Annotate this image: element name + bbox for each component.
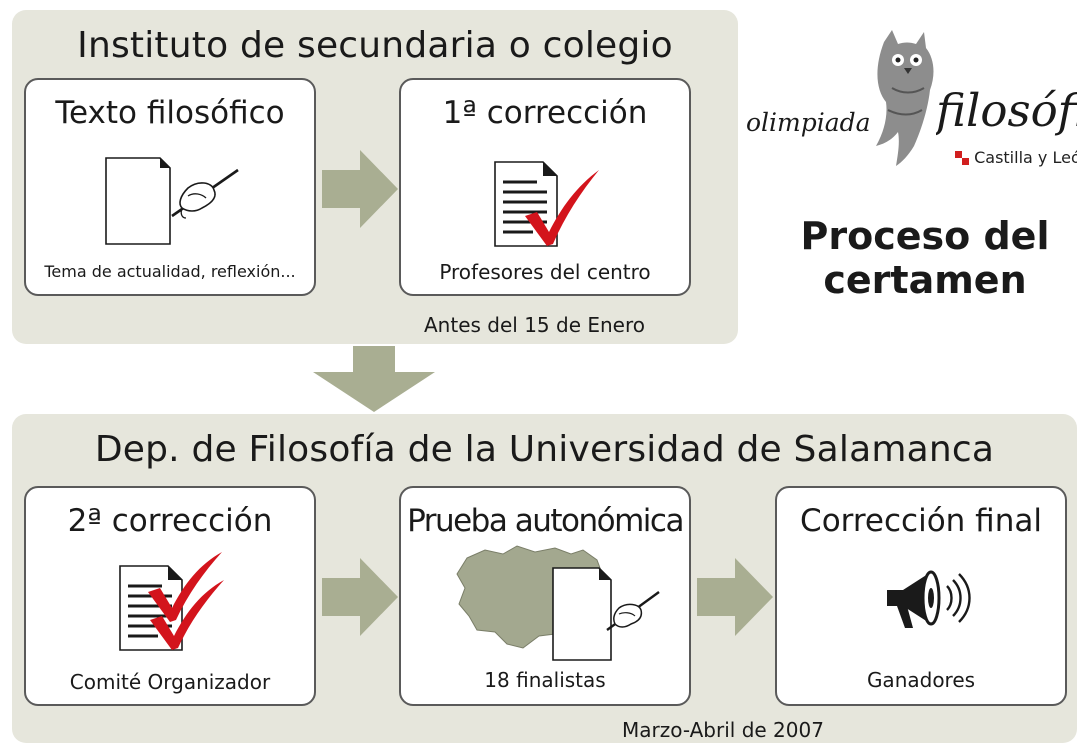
checked-document-icon xyxy=(493,160,603,252)
process-heading-line1: Proceso del xyxy=(800,214,1050,258)
text-card: Texto filosófico Tema de actualidad, ref… xyxy=(24,78,316,296)
logo-word-filosofica: filosófica xyxy=(936,88,1077,148)
owl-logo-icon xyxy=(862,28,942,168)
second-correction-card: 2ª corrección Comité Organizador xyxy=(24,486,316,706)
university-date: Marzo-Abril de 2007 xyxy=(622,718,824,742)
flow-arrow-right xyxy=(322,558,398,636)
final-correction-title: Corrección final xyxy=(800,503,1042,539)
regional-test-title: Prueba autonómica xyxy=(407,503,684,539)
process-heading-line2: certamen xyxy=(823,258,1027,302)
first-correction-caption: Profesores del centro xyxy=(439,260,651,284)
final-correction-card: Corrección final Ganadores xyxy=(775,486,1067,706)
text-card-title: Texto filosófico xyxy=(55,95,285,131)
logo-word-filosofica-text: filosófica xyxy=(936,88,1077,137)
final-correction-caption: Ganadores xyxy=(866,668,976,692)
university-panel: Dep. de Filosofía de la Universidad de S… xyxy=(12,414,1077,743)
region-mark: Castilla y León xyxy=(955,147,1077,169)
second-correction-caption: Comité Organizador xyxy=(69,670,271,694)
document-writing-icon xyxy=(102,156,242,248)
region-flag-icon xyxy=(955,150,969,165)
flow-arrow-right xyxy=(697,558,773,636)
region-map-icon xyxy=(451,544,661,662)
region-name: Castilla y León xyxy=(974,148,1077,167)
text-card-caption: Tema de actualidad, reflexión... xyxy=(44,262,296,281)
flow-arrow-right xyxy=(322,150,398,228)
university-panel-title: Dep. de Filosofía de la Universidad de S… xyxy=(94,429,995,470)
double-checked-document-icon xyxy=(118,552,236,656)
regional-test-card: Prueba autonómica 18 finalistas xyxy=(399,486,691,706)
logo-word-olimpiada: olimpiada xyxy=(746,108,871,137)
first-correction-title: 1ª corrección xyxy=(442,95,648,131)
process-heading: Proceso del certamen xyxy=(790,214,1060,302)
second-correction-title: 2ª corrección xyxy=(67,503,273,539)
flow-arrow-down xyxy=(313,346,435,412)
megaphone-icon xyxy=(881,566,973,632)
regional-test-caption: 18 finalistas xyxy=(484,668,606,692)
first-correction-card: 1ª corrección Profesores del centro xyxy=(399,78,691,296)
school-date: Antes del 15 de Enero xyxy=(424,313,645,337)
school-panel-title: Instituto de secundaria o colegio xyxy=(77,25,673,66)
school-panel: Instituto de secundaria o colegio Texto … xyxy=(12,10,738,344)
